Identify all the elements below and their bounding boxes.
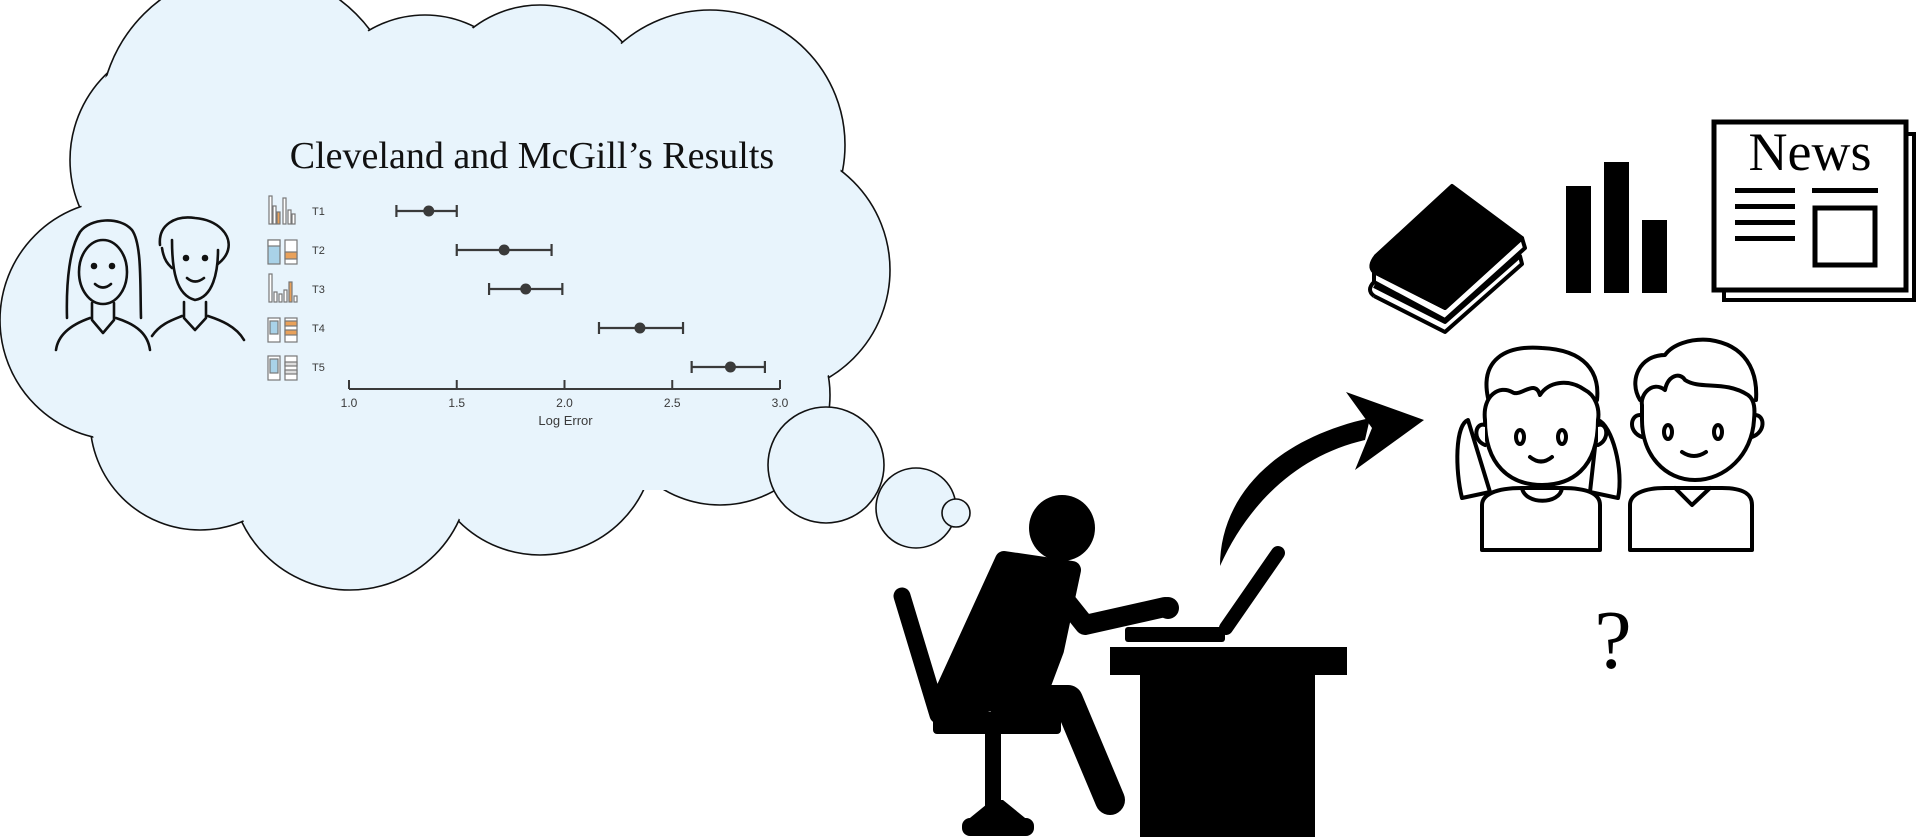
thumbnail-stacked-t4 [267,317,298,343]
chair-icon [893,587,1061,836]
desk-icon [1110,647,1347,837]
books-icon [1368,184,1527,334]
person-head-icon [1029,495,1095,561]
x-tick-label: 1.0 [341,396,358,410]
newspaper-photo-box [1812,205,1878,268]
thumbnail-bar-chart-t1 [268,195,296,225]
thumbnail-stacked-t2 [267,239,298,265]
mean-point [520,283,532,295]
x-tick-label: 1.5 [448,396,465,410]
curved-arrow-icon [1220,392,1424,566]
task-label: T1 [312,206,325,218]
person-at-desk-icon [893,495,1347,837]
thumbnail-bar-chart-t3 [268,273,298,303]
researchers-icon [54,216,246,352]
mean-point [634,322,646,334]
thumbnail-stacked-t5 [267,355,298,381]
newspaper-lines-icon [1735,188,1878,241]
children-icon [1455,337,1765,552]
bar-chart-icon [1566,162,1667,293]
mean-point [498,244,510,256]
task-thumbnails [267,195,298,381]
girl-icon [1455,345,1622,552]
question-mark: ? [1594,594,1631,687]
x-axis-label: Log Error [538,413,593,428]
thought-title: Cleveland and McGill’s Results [290,135,774,177]
x-tick-label: 3.0 [772,396,789,410]
mean-point [423,205,435,217]
newspaper-icon: News [1711,119,1916,302]
thought-bubble-large [767,406,885,524]
task-label: T2 [312,245,325,257]
task-label: T4 [312,323,325,335]
boy-icon [1628,337,1765,552]
mean-point [724,361,736,373]
task-label: T5 [312,362,325,374]
x-tick-label: 2.5 [664,396,681,410]
thought-cloud [0,0,971,591]
thought-bubble-small [941,498,971,528]
x-tick-label: 2.0 [556,396,573,410]
man-researcher-icon [150,216,246,342]
laptop-icon [1125,546,1285,642]
newspaper-title: News [1749,122,1872,182]
task-label: T3 [312,284,325,296]
woman-researcher-icon [54,219,152,352]
